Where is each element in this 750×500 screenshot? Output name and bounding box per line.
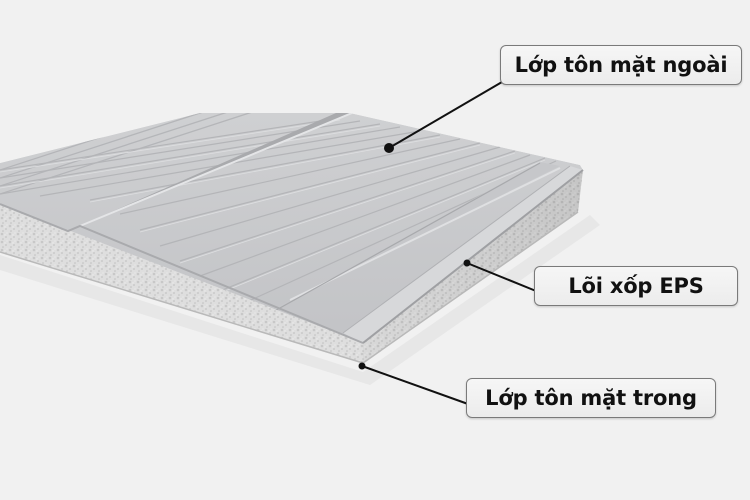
label-eps-core-text: Lõi xốp EPS [568, 274, 704, 298]
leader-line-inner-steel [358, 362, 469, 405]
label-outer-steel: Lớp tôn mặt ngoài [500, 45, 742, 85]
label-eps-core: Lõi xốp EPS [534, 266, 738, 306]
label-outer-steel-text: Lớp tôn mặt ngoài [514, 53, 728, 77]
outer-steel-sheet [0, 113, 583, 343]
label-inner-steel: Lớp tôn mặt trong [466, 378, 716, 418]
leader-line-outer-steel [384, 81, 503, 153]
eps-core-front-face [0, 204, 363, 363]
leader-line-eps-core [463, 259, 537, 292]
panel-shadow [0, 215, 600, 385]
label-inner-steel-text: Lớp tôn mặt trong [485, 386, 697, 410]
